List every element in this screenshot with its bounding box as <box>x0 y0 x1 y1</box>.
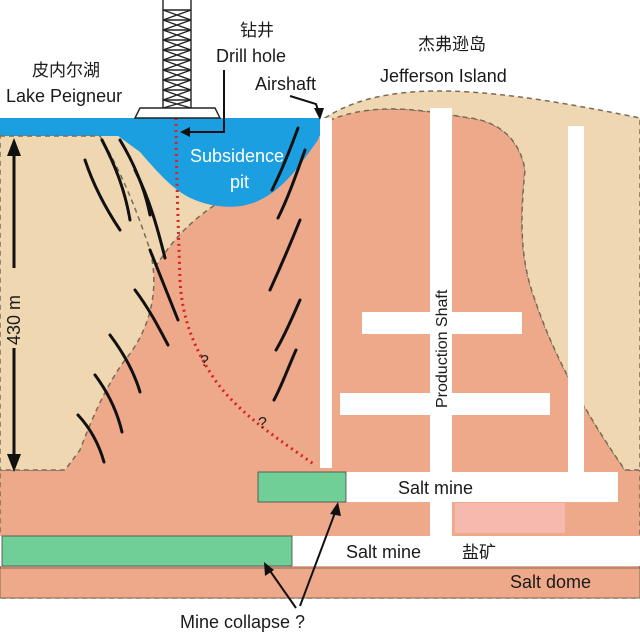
drill-path <box>174 117 316 467</box>
right-shaft <box>568 126 584 498</box>
fault-line <box>83 158 122 232</box>
drill-hole-label-cn: 钻井 <box>240 21 274 41</box>
mine-collapse-arrows <box>264 502 341 609</box>
production-shaft-cross-1 <box>362 312 522 334</box>
drill-hole-label: Drill hole <box>216 46 286 66</box>
lower-mine-flooded <box>1 535 293 567</box>
lake-label: Lake Peigneur <box>6 86 122 106</box>
salt-dome-label: Salt dome <box>510 572 591 592</box>
depth-arrow <box>6 138 22 472</box>
lake-water <box>0 118 325 207</box>
airshaft-shaft <box>320 118 332 468</box>
subsidence-pit-label: Subsidence <box>190 146 284 166</box>
salt-dome-band <box>0 567 640 599</box>
salt-mine-upper-label: Salt mine <box>398 478 473 498</box>
question-mark: ? <box>258 415 267 432</box>
salt-mine-label-cn: 盐矿 <box>462 543 496 563</box>
drilling-derrick <box>133 0 222 119</box>
fault-line <box>100 138 132 222</box>
fault-line <box>148 248 180 322</box>
depth-label: 430 m <box>4 295 24 345</box>
fault-line <box>272 348 298 402</box>
lake-label-cn: 皮内尔湖 <box>32 61 100 81</box>
fault-line <box>274 298 302 352</box>
mine-collapse-label: Mine collapse ? <box>180 612 305 632</box>
fault-lines <box>76 126 307 464</box>
island-label: Jefferson Island <box>380 66 507 86</box>
production-shaft-label: Production Shaft <box>434 289 451 408</box>
fault-line <box>133 288 170 347</box>
fault-line <box>108 333 142 394</box>
drill-hole-arrow <box>180 70 225 137</box>
island-hill <box>323 90 640 471</box>
production-shaft-cross-2 <box>340 393 550 415</box>
airshaft-arrow <box>289 95 324 120</box>
fault-line <box>270 126 300 192</box>
salt-mine-lower-label: Salt mine <box>346 542 421 562</box>
question-mark: ? <box>200 353 209 370</box>
upper-mine-flooded <box>257 471 347 503</box>
fault-line <box>93 373 124 434</box>
pink-salt-block <box>455 503 565 533</box>
fault-line <box>276 148 307 220</box>
lake-surface <box>0 118 330 136</box>
fault-line <box>133 168 167 260</box>
island-label-cn: 杰弗逊岛 <box>418 35 486 55</box>
airshaft-label: Airshaft <box>255 74 316 94</box>
fault-line <box>268 218 302 292</box>
fault-line <box>76 413 106 464</box>
subsidence-pit-label: pit <box>230 172 249 192</box>
